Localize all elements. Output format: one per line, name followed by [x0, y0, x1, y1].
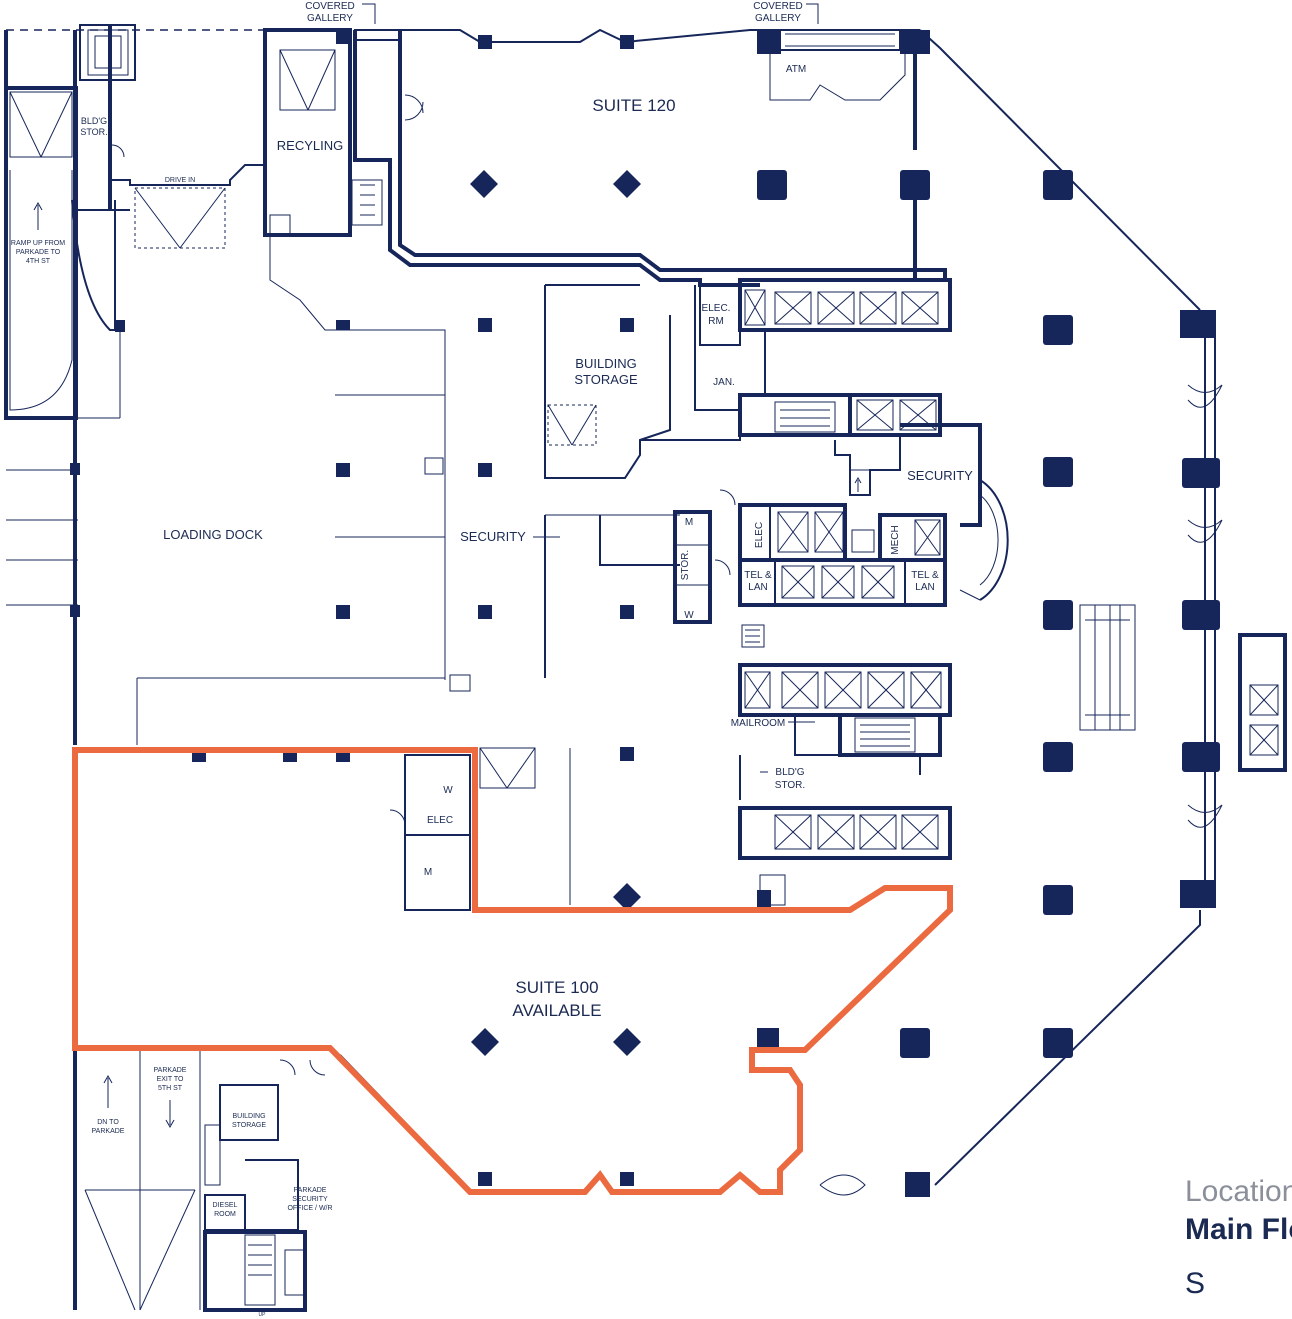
bldg-storage-low-1: BUILDING [232, 1113, 265, 1120]
up-label: UP [259, 1312, 267, 1318]
dn-parkade-1: DN TO [97, 1119, 119, 1126]
ramp-label-3: 4TH ST [26, 258, 51, 265]
building-storage-label-2: STORAGE [574, 372, 638, 387]
elevator-core: ELEC. RM JAN. [640, 278, 952, 441]
suite-100-outline[interactable] [72, 747, 953, 1195]
bldg-storage-low-2: STORAGE [232, 1122, 266, 1129]
tel-lan-1a: TEL & [744, 570, 772, 581]
m-label-2: M [424, 867, 432, 878]
stair-top-left: BLD'G STOR. [78, 24, 136, 211]
columns [70, 30, 1220, 1197]
atm-label: ATM [786, 64, 806, 75]
elec-core-label: ELEC [754, 522, 765, 548]
parkade-exit-1: PARKADE [154, 1067, 187, 1074]
jan-label: JAN. [713, 377, 735, 388]
suite-120-label: SUITE 120 [592, 96, 675, 115]
w-label-2: W [443, 785, 453, 796]
suite-120: ATM SUITE 120 [353, 30, 947, 287]
m-label-1: M [685, 517, 693, 528]
bldg-stor-2b: STOR. [775, 780, 805, 791]
covered-gallery-1b: GALLERY [307, 13, 353, 24]
covered-gallery-2b: GALLERY [755, 13, 801, 24]
stor-core-label: STOR. [680, 550, 691, 580]
parkade-sec-1: PARKADE [294, 1187, 327, 1194]
tel-lan-2b: LAN [915, 582, 934, 593]
covered-gallery: COVERED GALLERY COVERED GALLERY [305, 1, 901, 51]
tel-lan-1b: LAN [748, 582, 767, 593]
floor-label: Main Floor [1185, 1213, 1292, 1246]
bldg-stor-label-a: BLD'G [81, 116, 107, 126]
dn-parkade-2: PARKADE [92, 1128, 125, 1135]
parkade-sec-2: SECURITY [292, 1196, 328, 1203]
diesel-1: DIESEL [213, 1202, 238, 1209]
lower-elevator-core: MAILROOM BLD'G STOR. [731, 663, 952, 906]
suite-100-label-1: SUITE 100 [515, 978, 598, 997]
legend-suffix: S [1185, 1267, 1206, 1300]
suite-100-label-2: AVAILABLE [512, 1001, 601, 1020]
security-top-label: SECURITY [907, 468, 973, 483]
security-mid-label: SECURITY [460, 529, 526, 544]
building-storage: BUILDING STORAGE SECURITY [460, 284, 680, 678]
drive-in-area: DRIVE IN RECYLING [110, 28, 383, 249]
mech-label: MECH [890, 525, 901, 554]
ramp-label-1: RAMP UP FROM [11, 240, 65, 247]
building-shell [4, 28, 1216, 1310]
w-label-1: W [684, 610, 694, 621]
bldg-stor-2a: BLD'G [775, 767, 804, 778]
building-storage-label-1: BUILDING [575, 356, 636, 371]
elec-rm-label-2: RM [708, 316, 724, 327]
elec-rm-label-1: ELEC. [702, 303, 731, 314]
covered-gallery-2a: COVERED [753, 1, 802, 12]
diesel-2: ROOM [214, 1211, 236, 1218]
loading-dock: LOADING DOCK [6, 235, 471, 745]
location-label: Location [1185, 1175, 1292, 1208]
mailroom-label: MAILROOM [731, 718, 785, 729]
elec-2-label: ELEC [427, 815, 453, 826]
loading-dock-label: LOADING DOCK [163, 527, 263, 542]
covered-gallery-1a: COVERED [305, 1, 354, 12]
recycling-label: RECYLING [277, 138, 343, 153]
security-core: SECURITY ELEC MECH M STOR. W TEL & LAN [673, 423, 1009, 648]
parkade-area: DN TO PARKADE PARKADE EXIT TO 5TH ST BUI… [84, 1050, 333, 1318]
bldg-stor-label-b: STOR. [80, 127, 107, 137]
plan-legend: Location Main Floor S [1185, 1175, 1292, 1301]
washrooms-suite-100: W ELEC M [389, 747, 571, 911]
drive-in-label: DRIVE IN [165, 177, 195, 184]
ramp-label-2: PARKADE TO [16, 249, 61, 256]
parkade-exit-2: EXIT TO [157, 1076, 184, 1083]
ramp-up: RAMP UP FROM PARKADE TO 4TH ST [4, 86, 116, 420]
parkade-exit-3: 5TH ST [158, 1085, 183, 1092]
escalators [819, 384, 1287, 1196]
tel-lan-2a: TEL & [911, 570, 939, 581]
parkade-sec-3: OFFICE / W/R [287, 1205, 332, 1212]
